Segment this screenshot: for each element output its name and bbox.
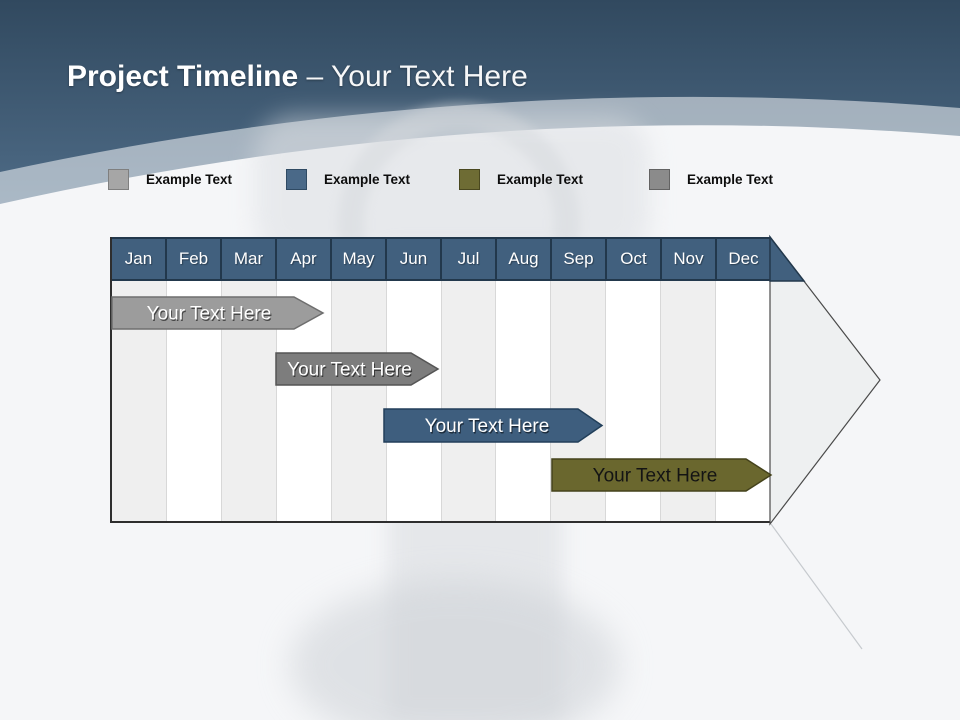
month-cell-may: May (332, 239, 387, 279)
grid-column-may (331, 281, 387, 521)
legend-label: Example Text (687, 172, 774, 187)
reflection-line (770, 524, 863, 650)
grid-column-aug (496, 281, 552, 521)
background-gavel-head (255, 115, 650, 260)
legend-swatch-icon (108, 169, 129, 190)
timeline-bar-4: Your Text Here (551, 458, 773, 492)
month-cell-jul: Jul (442, 239, 497, 279)
legend-item-1: Example Text (108, 169, 232, 190)
month-cell-oct: Oct (607, 239, 662, 279)
legend-item-3: Example Text (459, 169, 583, 190)
grid-column-jun (386, 281, 442, 521)
month-cell-apr: Apr (277, 239, 332, 279)
legend-item-4: Example Text (649, 169, 773, 190)
legend-swatch-icon (459, 169, 480, 190)
bar-shape (111, 296, 325, 330)
grid-column-jul (441, 281, 497, 521)
month-cell-sep: Sep (552, 239, 607, 279)
bar-label: Your Text Here (425, 416, 550, 437)
month-cell-jun: Jun (387, 239, 442, 279)
legend-swatch-icon (286, 169, 307, 190)
arrowhead-body (769, 235, 881, 526)
legend-label: Example Text (324, 172, 411, 187)
bar-shape (551, 458, 773, 492)
title-suffix: – Your Text Here (306, 60, 528, 93)
month-cell-nov: Nov (662, 239, 717, 279)
legend-item-2: Example Text (286, 169, 410, 190)
timeline-arrowhead (769, 234, 881, 526)
title-main: Project Timeline (67, 60, 307, 93)
background-gavel-reflection (290, 580, 620, 720)
bar-label-shadow: Your Text Here (288, 361, 413, 382)
bar-label: Your Text Here (147, 304, 272, 325)
bar-label: Your Text Here (593, 466, 718, 487)
month-cell-feb: Feb (167, 239, 222, 279)
bar-shape (383, 408, 604, 443)
arrow-reflection (770, 524, 863, 650)
arrowhead-header-segment (769, 234, 806, 282)
slide-title: Project Timeline – Your Text Here (67, 60, 528, 94)
month-cell-jan: Jan (112, 239, 167, 279)
bar-label-shadow: Your Text Here (426, 418, 551, 439)
timeline-grid (112, 281, 771, 521)
bar-shape (275, 352, 440, 386)
month-cell-aug: Aug (497, 239, 552, 279)
bar-label: Your Text Here (287, 360, 412, 381)
legend-label: Example Text (497, 172, 584, 187)
month-cell-mar: Mar (222, 239, 277, 279)
legend-swatch-icon (649, 169, 670, 190)
bar-label-shadow: Your Text Here (148, 305, 273, 326)
month-cell-dec: Dec (728, 249, 759, 268)
legend-label: Example Text (146, 172, 233, 187)
